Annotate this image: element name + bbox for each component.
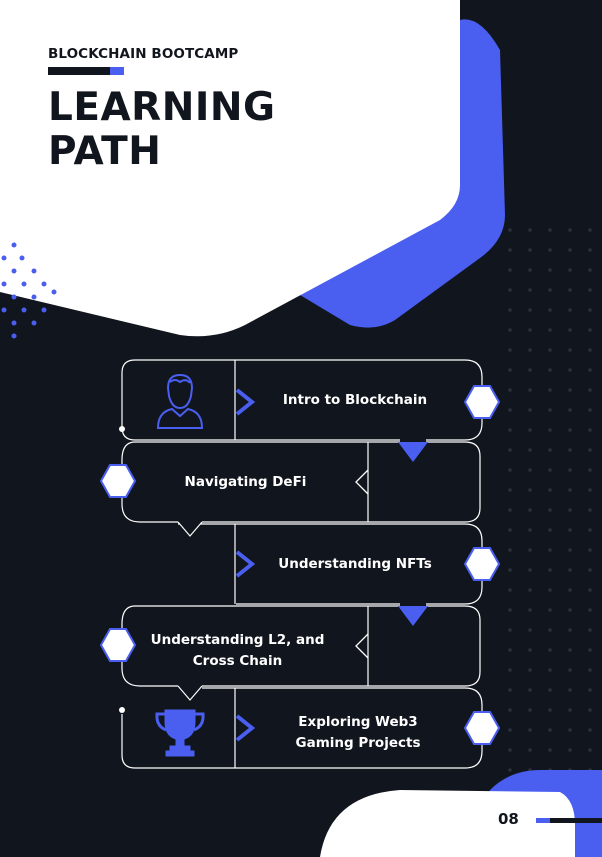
- down-arrow-2: [398, 606, 428, 626]
- step-5-label: Exploring Web3 Gaming Projects: [295, 714, 421, 751]
- blue-dot-cluster: [1, 242, 57, 339]
- step-3-label: Understanding NFTs: [278, 555, 432, 572]
- white-footer-shape: [320, 790, 575, 857]
- hexagon-icon-1: [463, 385, 501, 419]
- chevron-right-icon-5: [235, 714, 256, 742]
- page-title: LEARNING PATH: [48, 85, 276, 174]
- header-accent-bar: [48, 67, 110, 75]
- chevron-right-icon-1: [235, 388, 256, 416]
- header-accent-bar-highlight: [110, 67, 124, 75]
- down-arrow-1: [398, 442, 428, 462]
- path-start-dot: [119, 426, 125, 432]
- step-4-label: Understanding L2, and Cross Chain: [150, 632, 325, 669]
- step-1-label: Intro to Blockchain: [282, 391, 428, 408]
- eyebrow-text: BLOCKCHAIN BOOTCAMP: [48, 46, 239, 62]
- step-5-box: [121, 687, 483, 769]
- page-number-accent: [536, 818, 550, 823]
- notch-2: [177, 685, 203, 701]
- user-icon: [156, 373, 204, 429]
- chevron-left-icon-4: [355, 633, 369, 659]
- chevron-right-icon-3: [235, 550, 256, 578]
- dot-grid-pattern: [495, 220, 602, 780]
- hexagon-icon-5: [463, 711, 501, 745]
- path-end-dot: [119, 707, 125, 713]
- hexagon-icon-4: [99, 628, 137, 662]
- page-number-bar: [550, 818, 602, 823]
- page-number: 08: [498, 810, 519, 828]
- trophy-icon: [155, 709, 205, 757]
- step-4-box: [121, 605, 481, 687]
- notch-1: [177, 521, 203, 537]
- chevron-left-icon-2: [355, 469, 369, 495]
- white-header-shape: [0, 0, 460, 337]
- step-2-box: [121, 441, 481, 523]
- step-2-label: Navigating DeFi: [184, 473, 307, 490]
- hexagon-icon-3: [463, 547, 501, 581]
- hexagon-icon-2: [99, 464, 137, 498]
